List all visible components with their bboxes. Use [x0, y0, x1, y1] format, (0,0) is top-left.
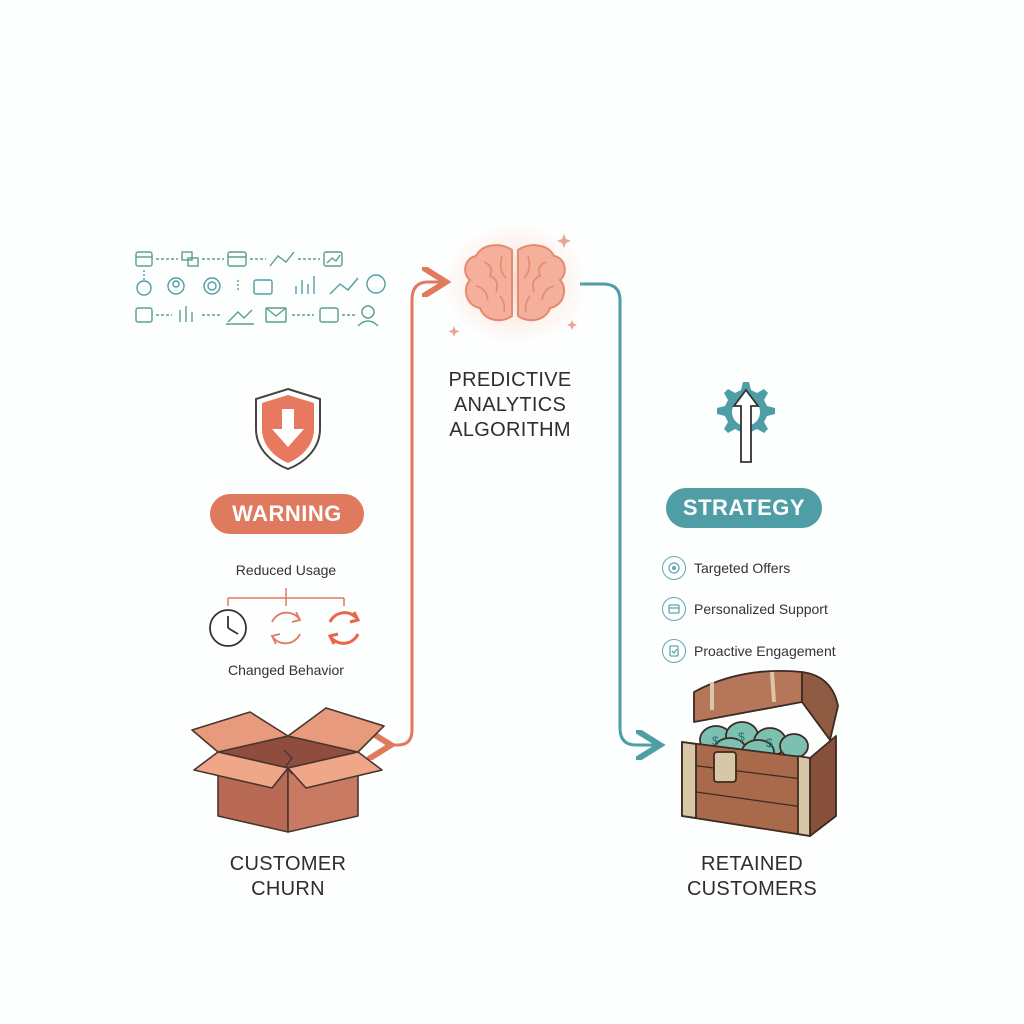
strategy-item-label: Personalized Support — [694, 601, 828, 617]
shield-down-arrow-icon — [255, 387, 321, 471]
strategy-item-label: Targeted Offers — [694, 560, 791, 576]
refresh-icon — [270, 611, 302, 645]
retained-caption-line-1: RETAINED — [700, 853, 804, 875]
arrow-churn-to-algorithm — [385, 282, 440, 745]
strategy-item-targeted-offers: Targeted Offers — [662, 555, 790, 581]
churn-caption-line-2: CHURN — [251, 878, 325, 900]
signal-changed-behavior: Changed Behavior — [228, 662, 344, 678]
retained-caption: RETAINED CUSTOMERS — [664, 852, 840, 902]
churn-caption: CUSTOMER CHURN — [200, 852, 376, 902]
warning-badge: WARNING — [210, 494, 364, 534]
retained-caption-line-2: CUSTOMERS — [686, 878, 818, 900]
strategy-item-label: Proactive Engagement — [694, 643, 836, 659]
gear-up-arrow-icon — [717, 382, 775, 463]
target-icon — [662, 556, 686, 580]
engagement-icon — [662, 639, 686, 663]
svg-text:$: $ — [712, 734, 719, 748]
refresh-alert-icon — [327, 611, 361, 645]
signal-reduced-usage: Reduced Usage — [235, 562, 337, 578]
brain-icon — [443, 224, 587, 344]
churn-caption-line-1: CUSTOMER — [229, 853, 347, 875]
data-sources-icon-grid — [135, 251, 386, 327]
strategy-item-personalized-support: Personalized Support — [662, 596, 828, 622]
support-icon — [662, 597, 686, 621]
open-box-icon — [191, 707, 385, 833]
strategy-item-proactive-engagement: Proactive Engagement — [662, 638, 836, 664]
strategy-badge: STRATEGY — [666, 488, 822, 528]
svg-text:$: $ — [766, 736, 773, 750]
algorithm-title-line-3: ALGORITHM — [449, 419, 571, 441]
algorithm-title-line-1: PREDICTIVE — [448, 369, 572, 391]
clock-icon — [209, 609, 247, 647]
arrow-algorithm-to-retained — [580, 282, 654, 745]
algorithm-title-line-2: ANALYTICS — [453, 394, 567, 416]
svg-text:$: $ — [738, 730, 745, 744]
algorithm-title: PREDICTIVE ANALYTICS ALGORITHM — [430, 368, 590, 443]
signal-icons-group — [209, 588, 361, 647]
treasure-chest-icon: $ $ $ — [681, 669, 839, 837]
